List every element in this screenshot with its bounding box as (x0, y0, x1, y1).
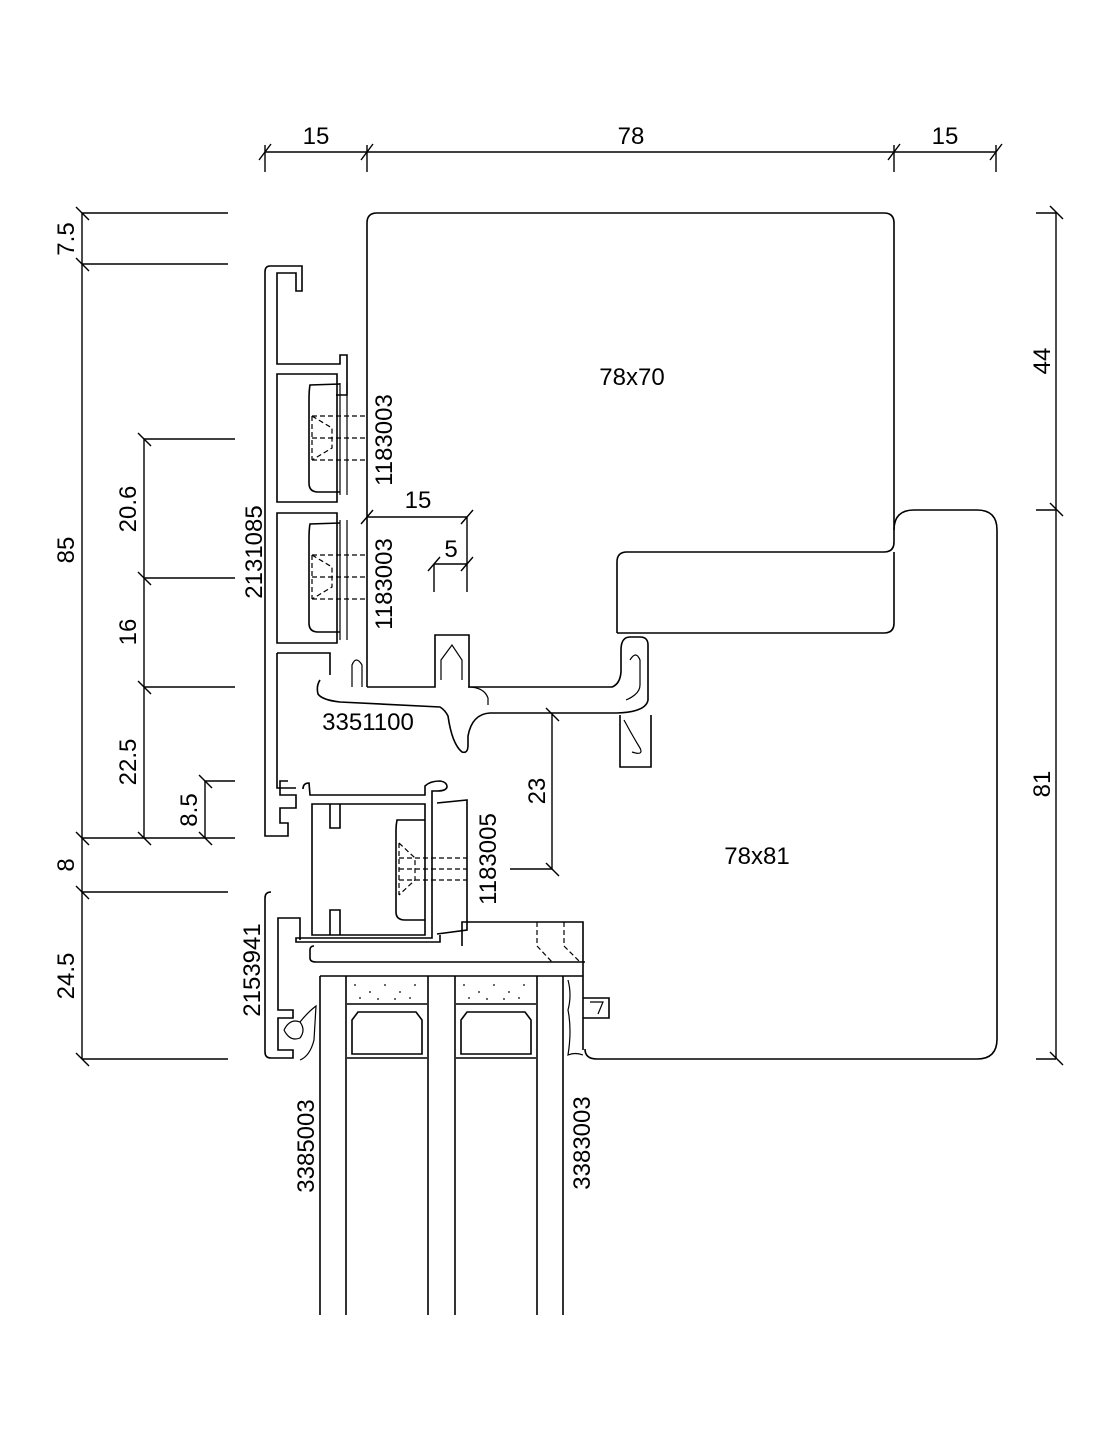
clip-top: 1183003 (308, 383, 398, 495)
left-outer-dimension-chain: 7.5 85 8 24.5 (53, 206, 235, 1067)
dim-left-7-5: 7.5 (53, 222, 80, 255)
dim-left-16: 16 (115, 619, 142, 646)
dim-inner-23: 23 (524, 778, 551, 805)
left-inner-dimension-chain: 20.6 16 22.5 8.5 (115, 432, 235, 846)
label-bead-profile: 2153941 (239, 923, 266, 1016)
dim-left-8: 8 (53, 858, 80, 871)
bead-profile: 2153941 (239, 891, 317, 1061)
label-gasket-left: 3385003 (293, 1099, 320, 1192)
desiccant-dots-left (354, 984, 416, 1000)
inner-dimensions: 15 5 23 (360, 487, 560, 877)
dim-left-8-5: 8.5 (176, 793, 203, 826)
clip-middle: 1183003 (308, 520, 398, 640)
dim-inner-15: 15 (405, 487, 432, 514)
dim-left-24-5: 24.5 (53, 953, 80, 1000)
dim-top-right: 15 (932, 123, 959, 150)
label-frame-block: 78x81 (724, 843, 789, 870)
frame-block: 78x81 (584, 509, 998, 1060)
dim-inner-5: 5 (444, 536, 457, 563)
lower-profile: 1183005 (295, 780, 585, 1050)
right-dimension-chain: 44 81 (1029, 205, 1064, 1066)
outer-profile: 2131085 (241, 265, 348, 837)
sash-block: 78x70 (366, 212, 895, 687)
dim-left-20-6: 20.6 (115, 486, 142, 533)
label-clip-middle: 1183003 (371, 538, 398, 630)
center-gasket: 3351100 (316, 634, 649, 754)
glazing-unit (319, 975, 610, 1315)
label-outer-profile: 2131085 (241, 505, 268, 598)
dim-right-81: 81 (1029, 771, 1056, 798)
label-clip-bottom: 1183005 (475, 813, 502, 905)
dim-top-middle: 78 (618, 123, 645, 150)
dim-left-85: 85 (53, 537, 80, 564)
dim-right-44: 44 (1029, 348, 1056, 375)
desiccant-dots-right (463, 984, 525, 1000)
label-gasket-right: 3383003 (569, 1096, 596, 1189)
dim-left-22-5: 22.5 (115, 739, 142, 786)
top-dimension-chain: 15 78 15 (258, 123, 1003, 172)
label-center-gasket: 3351100 (322, 709, 414, 736)
label-sash-block: 78x70 (599, 364, 664, 391)
dim-top-left: 15 (303, 123, 330, 150)
label-clip-top: 1183003 (371, 394, 398, 486)
